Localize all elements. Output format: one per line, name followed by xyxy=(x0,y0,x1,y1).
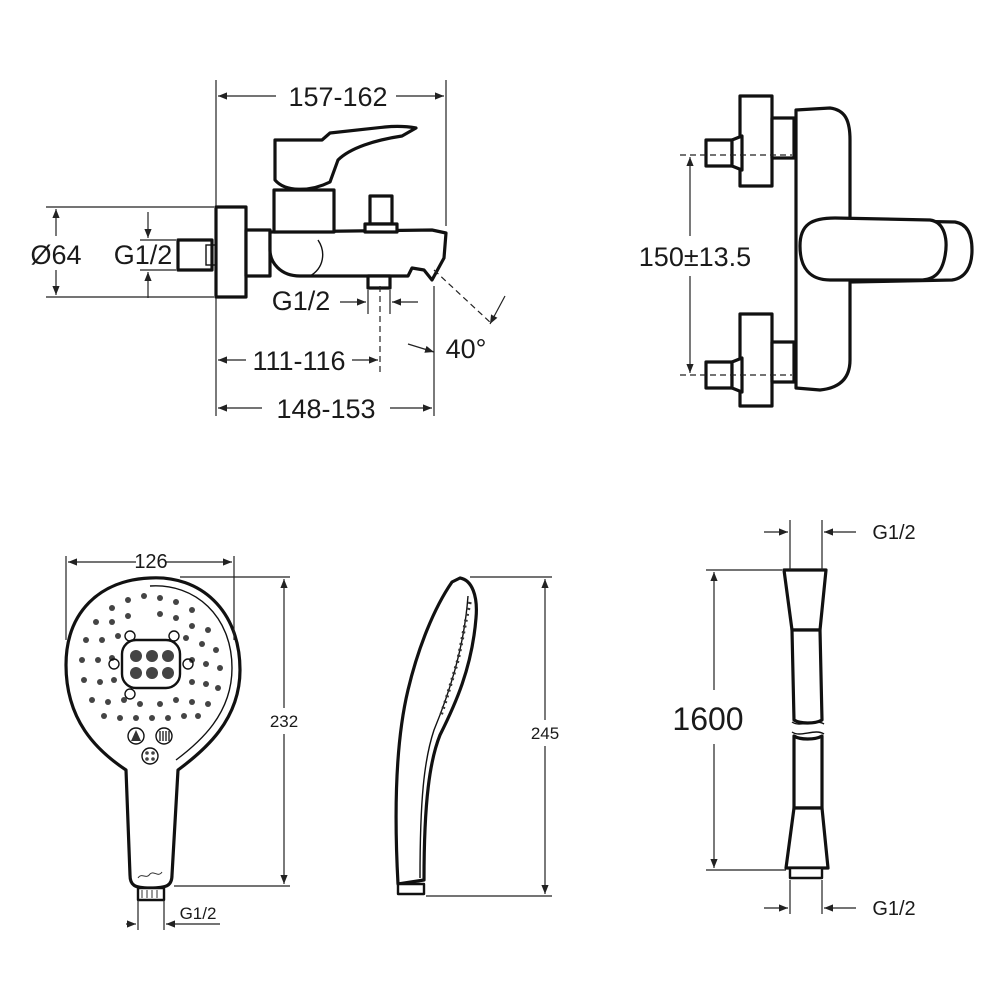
dim-body-diameter: Ø64 xyxy=(30,240,81,270)
flange-top xyxy=(738,94,774,188)
brand-logo xyxy=(137,871,163,879)
spray-mode-icon xyxy=(127,727,145,745)
dim-side-length: 245 xyxy=(531,724,559,743)
lever-handle xyxy=(273,124,418,191)
outlet-aerator xyxy=(366,274,392,290)
dim-spout-length: 148-153 xyxy=(276,394,375,424)
hose-lower xyxy=(792,734,824,810)
spout xyxy=(268,228,448,282)
dim-hose-bottom-thread: G1/2 xyxy=(872,898,915,920)
hand-shower-front-view: 126 232 G1/2 xyxy=(64,551,298,930)
mixer-front-view: 157-162 Ø64 G1/2 G1/2 111-116 148-153 xyxy=(30,80,506,424)
inlet-top xyxy=(704,138,734,168)
diverter-knob xyxy=(368,194,394,226)
dim-outlet-thread: G1/2 xyxy=(272,286,331,316)
hose-bottom-fitting xyxy=(784,806,830,870)
dim-hose-length: 1600 xyxy=(672,701,743,737)
dim-shower-length: 232 xyxy=(270,712,298,731)
dim-head-width: 126 xyxy=(134,551,167,573)
spray-nozzles xyxy=(79,593,223,721)
hose-top-fitting xyxy=(782,568,828,632)
dim-inlet-spacing: 150±13.5 xyxy=(639,242,751,272)
dim-spout-angle: 40° xyxy=(446,334,487,364)
rain-mode-icon xyxy=(155,727,173,745)
dim-outlet-distance: 111-116 xyxy=(252,346,345,376)
hose-upper xyxy=(790,628,824,725)
shower-side-outline xyxy=(394,576,478,886)
center-spray-panel xyxy=(120,638,182,690)
flange-bottom xyxy=(738,312,774,408)
wall-flange xyxy=(214,205,248,299)
side-connection-thread xyxy=(396,882,426,896)
dim-connection-thread: G1/2 xyxy=(180,904,217,923)
side-nozzles xyxy=(438,601,472,719)
dim-inlet-thread: G1/2 xyxy=(114,240,173,270)
dim-hose-top-thread: G1/2 xyxy=(872,522,915,544)
inlet-bottom xyxy=(704,360,734,390)
mixer-body xyxy=(272,188,336,234)
hand-shower-side-view: 245 xyxy=(394,576,559,897)
massage-mode-icon xyxy=(141,747,159,765)
shower-hose: G1/2 1600 G1/2 xyxy=(672,520,916,920)
shower-head-outline xyxy=(64,576,242,890)
mixer-top-view: 150±13.5 xyxy=(639,94,974,408)
dim-total-width: 157-162 xyxy=(288,82,387,112)
lever-top xyxy=(798,216,948,282)
